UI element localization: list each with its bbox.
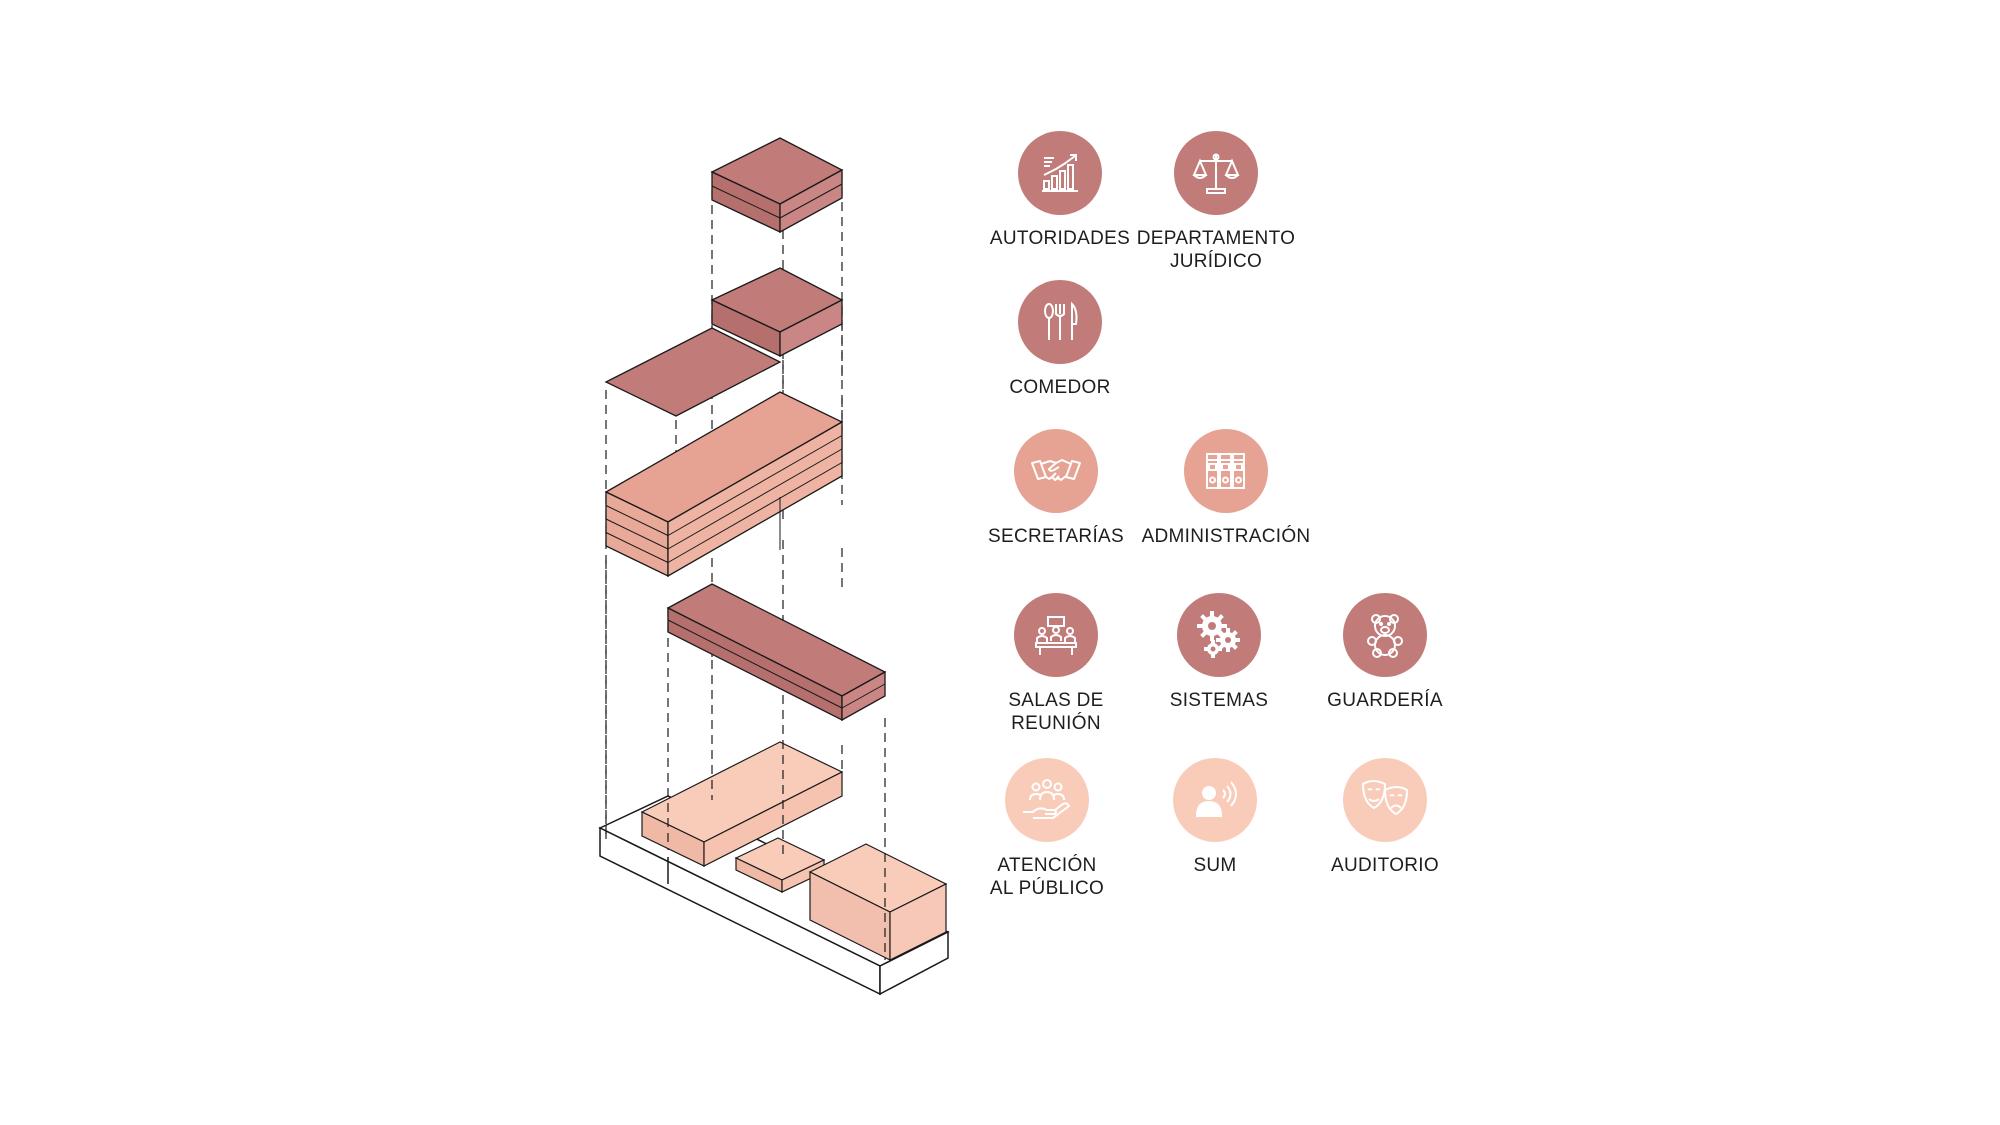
comedor-slab-left bbox=[604, 327, 782, 417]
ground-volume-main-right bbox=[703, 771, 843, 867]
legend-item-sistemas: SISTEMAS bbox=[1124, 593, 1314, 712]
office-stack-floor-line-front-3 bbox=[667, 462, 843, 563]
comedor-slab-right-face bbox=[779, 298, 843, 358]
theater-masks-icon bbox=[1343, 758, 1427, 842]
binders-icon bbox=[1184, 429, 1268, 513]
office-stack-floor-line-left-1 bbox=[605, 505, 669, 536]
legend-label-administracion: ADMINISTRACIÓN bbox=[1141, 526, 1311, 547]
legend-label-guarderia: GUARDERÍA bbox=[1327, 690, 1443, 711]
legend-item-administracion: ADMINISTRACIÓN bbox=[1131, 429, 1321, 548]
scales-of-justice-icon bbox=[1174, 131, 1258, 215]
speaker-person-icon bbox=[1173, 758, 1257, 842]
legend-item-autoridades: AUTORIDADES bbox=[965, 131, 1155, 250]
floor1-beam-seam bbox=[667, 619, 843, 709]
legend-label-sistemas: SISTEMAS bbox=[1169, 690, 1269, 711]
bar-chart-growth-icon bbox=[1018, 131, 1102, 215]
top-volume-seam-right bbox=[779, 183, 843, 219]
legend-label-auditorio: AUDITORIO bbox=[1331, 855, 1439, 876]
gears-icon bbox=[1177, 593, 1261, 677]
legend-label-comedor: COMEDOR bbox=[1009, 377, 1111, 398]
base-plinth-right-face bbox=[879, 930, 949, 996]
handshake-icon bbox=[1014, 429, 1098, 513]
legend-label-secretarias: SECRETARÍAS bbox=[988, 526, 1124, 547]
office-stack-floor-line-front-1 bbox=[667, 435, 843, 536]
legend-label-autoridades: AUTORIDADES bbox=[989, 228, 1131, 249]
legend-item-guarderia: GUARDERÍA bbox=[1290, 593, 1480, 712]
office-stack-floor-line-left-3 bbox=[605, 532, 669, 563]
people-in-hand-icon bbox=[1005, 758, 1089, 842]
legend-item-sum: SUM bbox=[1120, 758, 1310, 877]
meeting-table-icon bbox=[1014, 593, 1098, 677]
office-stack-floor-line-left-2 bbox=[605, 518, 669, 550]
office-stack-floor-line-front-2 bbox=[667, 448, 843, 550]
top-volume-seam-left bbox=[711, 185, 781, 219]
legend-label-sum: SUM bbox=[1193, 855, 1237, 876]
ground-volume-block-right bbox=[889, 883, 947, 961]
legend-item-comedor: COMEDOR bbox=[965, 280, 1155, 399]
teddy-bear-icon bbox=[1343, 593, 1427, 677]
floor1-beam-seam-right bbox=[841, 683, 886, 709]
cutlery-icon bbox=[1018, 280, 1102, 364]
legend-item-secretarias: SECRETARÍAS bbox=[961, 429, 1151, 548]
legend-item-auditorio: AUDITORIO bbox=[1290, 758, 1480, 877]
